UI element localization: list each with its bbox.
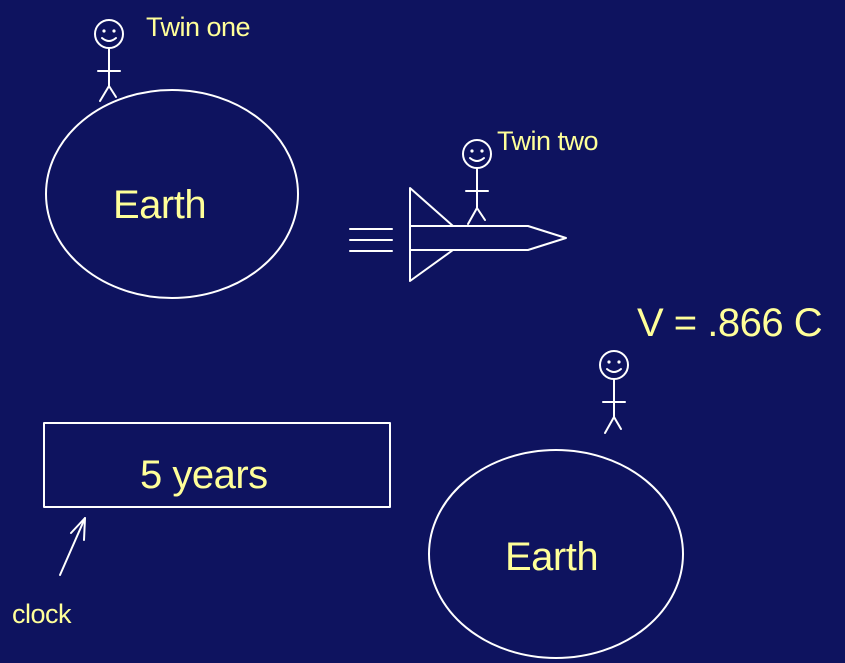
equivalence-icon xyxy=(349,228,393,252)
twin-one-label: Twin one xyxy=(146,12,251,42)
earth-top-circle xyxy=(45,89,299,299)
clock-box xyxy=(43,422,391,508)
clock-label: clock xyxy=(12,599,72,629)
rocket-icon xyxy=(409,187,567,282)
earth-bottom-circle xyxy=(428,449,684,659)
returning-twin-figure xyxy=(599,350,629,434)
clock-arrow-icon xyxy=(59,517,86,576)
twin-two-figure xyxy=(462,139,492,225)
twin-one-figure xyxy=(94,19,124,102)
returning-twin-smiley-icon xyxy=(599,350,629,380)
velocity-label: V = .866 C xyxy=(637,301,823,345)
twin-two-smiley-icon xyxy=(462,139,492,169)
earth-bottom-label: Earth xyxy=(505,535,599,579)
earth-top-label: Earth xyxy=(113,183,207,227)
twin-one-smiley-icon xyxy=(94,19,124,49)
clock-value: 5 years xyxy=(140,453,268,497)
twin-two-label: Twin two xyxy=(497,126,599,156)
